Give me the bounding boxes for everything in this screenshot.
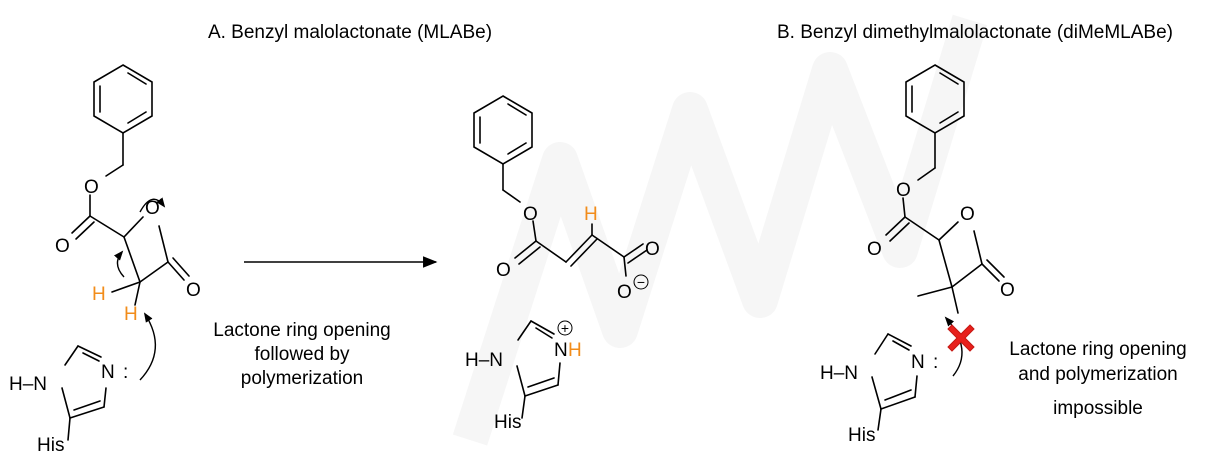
b-atom-o-carbonyl: O	[867, 239, 882, 260]
his-b-n: N	[911, 352, 925, 373]
curly-arrow-ch	[113, 250, 125, 278]
his-b-lone-pair: :	[933, 352, 938, 373]
his-b-label: His	[848, 425, 875, 446]
blocked-cross-icon	[947, 324, 975, 352]
product-atom-o-acid: O	[645, 239, 660, 260]
b-atom-o-ester: O	[896, 180, 911, 201]
atom-o-carbonyl: O	[55, 236, 70, 257]
product-atom-h: H	[584, 204, 598, 225]
watermark	[452, 14, 988, 446]
b-note-line2: and polymerization	[1018, 364, 1177, 385]
molecule-dimemlabe	[885, 64, 1005, 314]
atom-o-ester: O	[84, 177, 99, 198]
his-a-label: His	[37, 435, 64, 451]
histidine-a	[61, 345, 107, 441]
positive-charge-symbol: +	[561, 320, 569, 336]
title-a: A. Benzyl malolactonate (MLABe)	[208, 22, 492, 43]
his-a-lone-pair: :	[123, 362, 128, 383]
negative-charge-icon	[633, 274, 649, 290]
benzene-ring-product	[473, 95, 533, 165]
histidine-b	[871, 333, 918, 431]
his-a-hn: H–N	[9, 374, 47, 395]
histidine-product	[516, 320, 561, 419]
negative-charge-symbol: −	[637, 274, 645, 290]
his-product-label: His	[494, 412, 521, 433]
step-label-line2: followed by	[254, 344, 350, 365]
benzene-ring	[93, 64, 153, 134]
atom-o-lactone-carbonyl: O	[186, 280, 201, 301]
curly-arrow-his	[139, 312, 157, 381]
product-atom-o-minus: O	[617, 282, 632, 303]
his-product-n: N	[554, 340, 568, 361]
molecule-product	[473, 95, 648, 277]
title-b: B. Benzyl dimethylmalolactonate (diMeMLA…	[777, 22, 1173, 43]
atom-h-1: H	[92, 284, 106, 305]
his-a-n: N	[101, 362, 115, 383]
step-label-line1: Lactone ring opening	[213, 320, 390, 341]
b-atom-o-lactone: O	[960, 204, 975, 225]
product-atom-o-carbonyl: O	[496, 260, 511, 281]
curly-arrow-blocked	[944, 316, 963, 377]
step-label-line3: polymerization	[241, 368, 364, 389]
curly-arrow-ring	[139, 197, 166, 213]
product-atom-o-ester: O	[523, 204, 538, 225]
his-product-hn: H–N	[465, 350, 503, 371]
b-note-line3: impossible	[1053, 398, 1143, 419]
b-note-line1: Lactone ring opening	[1009, 339, 1186, 360]
his-product-h: H	[568, 340, 582, 361]
atom-h-2: H	[124, 304, 138, 325]
b-atom-o-lactone-carbonyl: O	[1000, 280, 1015, 301]
positive-charge-icon	[557, 320, 573, 336]
molecule-mlabe	[71, 64, 190, 306]
his-b-hn: H–N	[820, 363, 858, 384]
atom-o-lactone: O	[145, 198, 160, 219]
